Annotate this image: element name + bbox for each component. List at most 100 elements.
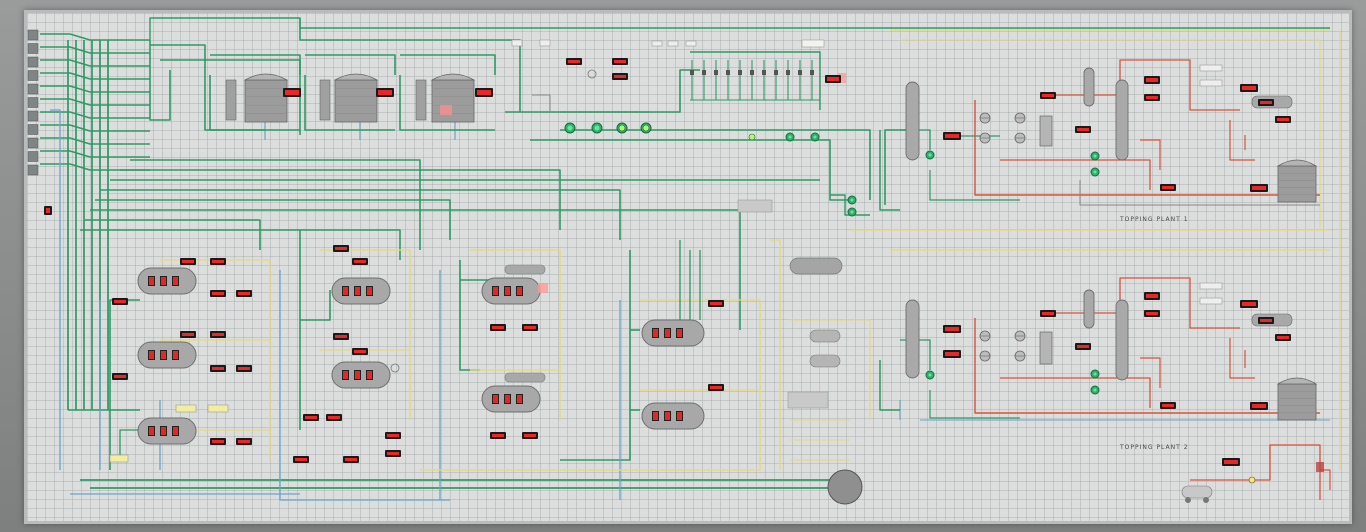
pipe-line <box>40 33 150 41</box>
display-digits <box>1277 118 1289 121</box>
mid-drum-1 <box>809 329 841 343</box>
reactor-a2-display-2 <box>210 331 226 338</box>
vessel-gauge-light <box>343 371 348 379</box>
tp2-pump-2 <box>1090 369 1100 379</box>
display-digits <box>345 458 357 461</box>
header-tag <box>27 110 39 122</box>
pump-core <box>567 125 573 131</box>
pipe-line <box>974 100 1320 196</box>
tp2-plate-1 <box>1199 282 1223 290</box>
tp1-plate-2 <box>1199 79 1223 87</box>
display-digits <box>182 333 194 336</box>
pipe-line <box>929 170 1020 201</box>
display-digits <box>238 440 250 443</box>
reactor-b-display-5 <box>385 432 401 439</box>
display-digits <box>238 367 250 370</box>
tank-1-display <box>283 88 301 97</box>
pipe-line <box>40 137 150 145</box>
tag-plate-a <box>511 39 523 47</box>
pipe-line <box>1229 338 1255 379</box>
display-digits <box>1077 128 1089 131</box>
reactor-a3-tag-2 <box>207 404 229 413</box>
reactor-c1-alarm-light <box>538 283 548 293</box>
manifold-alarm-light <box>838 73 846 83</box>
pump-4-run-lamp <box>642 124 650 132</box>
display-digits <box>114 300 126 303</box>
pipe-line <box>879 130 900 211</box>
vessel-gauge-light <box>161 351 166 359</box>
display-digits <box>524 434 536 437</box>
display-digits <box>1252 404 1266 408</box>
pipe-line <box>209 75 300 131</box>
display-digits <box>387 452 399 455</box>
reactor-d1 <box>641 319 705 347</box>
transfer-run-lamp <box>748 133 756 141</box>
vessel-body <box>641 319 705 347</box>
topping-plant-1-label: TOPPING PLANT 1 <box>1120 216 1189 223</box>
display-digits <box>285 90 299 95</box>
manifold-valve <box>762 70 766 75</box>
tank-body <box>244 79 288 123</box>
reactor-a2-display-3 <box>210 365 226 372</box>
display-digits <box>212 367 224 370</box>
pipe-line <box>879 360 900 411</box>
pipe-line <box>160 259 271 460</box>
pipe-line <box>299 230 331 321</box>
vessel-gauge-light <box>493 287 498 295</box>
vessel-gauge-light <box>161 427 166 435</box>
pipe-line <box>40 98 150 106</box>
display-digits <box>945 327 959 331</box>
vessel-gauge-light <box>493 395 498 403</box>
vessel-gauge-light <box>173 427 178 435</box>
tp2-exchanger-4 <box>1014 350 1026 362</box>
manifold-valve <box>810 70 814 75</box>
display-digits <box>1162 404 1174 407</box>
display-digits <box>477 90 491 95</box>
manifold-valve <box>714 70 718 75</box>
reactor-b-display-8 <box>343 456 359 463</box>
manifold-valve <box>726 70 730 75</box>
vessel-gauge-light <box>653 412 658 420</box>
mid-tank-horizontal <box>789 257 843 275</box>
pipe-line <box>560 250 631 461</box>
tag-plate-b <box>539 39 551 47</box>
pipe-line <box>80 229 401 260</box>
tank-roof <box>333 73 379 81</box>
display-digits <box>114 375 126 378</box>
pipe-line <box>109 299 140 470</box>
reactor-b1-display-1 <box>333 245 349 252</box>
pump-3-run-lamp <box>618 124 626 132</box>
pipe-line <box>900 39 1321 230</box>
truck-wheel-2 <box>1203 497 1209 503</box>
display-digits <box>295 458 307 461</box>
tp1-column-tall <box>1115 79 1129 161</box>
tp2-exchanger-1 <box>979 330 991 342</box>
display-digits <box>212 260 224 263</box>
display-digits <box>354 260 366 263</box>
display-digits <box>1042 312 1054 315</box>
pipe-line <box>100 189 621 240</box>
display-digits <box>1252 186 1266 190</box>
header-tag <box>27 97 39 108</box>
tp2-drum-display <box>1258 317 1274 324</box>
manifold-valve <box>774 70 778 75</box>
tp1-heater <box>1039 115 1053 147</box>
tank-body <box>1277 383 1317 421</box>
manifold-valve <box>750 70 754 75</box>
truck-wheel-1 <box>1185 497 1191 503</box>
pump-2 <box>591 122 603 134</box>
vessel-gauge-light <box>161 277 166 285</box>
tp1-display-4 <box>1144 76 1160 84</box>
pump-core <box>850 198 854 202</box>
pump-core <box>928 153 932 157</box>
reactor-d2-display-1 <box>708 384 724 391</box>
pipe-line <box>974 318 1320 414</box>
header-tag <box>27 83 39 95</box>
reactor-b1 <box>331 277 391 305</box>
tp1-display-2 <box>1040 92 1056 99</box>
display-digits <box>212 292 224 295</box>
tp2-pump-3 <box>1090 385 1100 395</box>
header-plate-3 <box>685 40 697 47</box>
tp2-column-main <box>905 299 920 379</box>
tp2-plate-2 <box>1199 297 1223 305</box>
